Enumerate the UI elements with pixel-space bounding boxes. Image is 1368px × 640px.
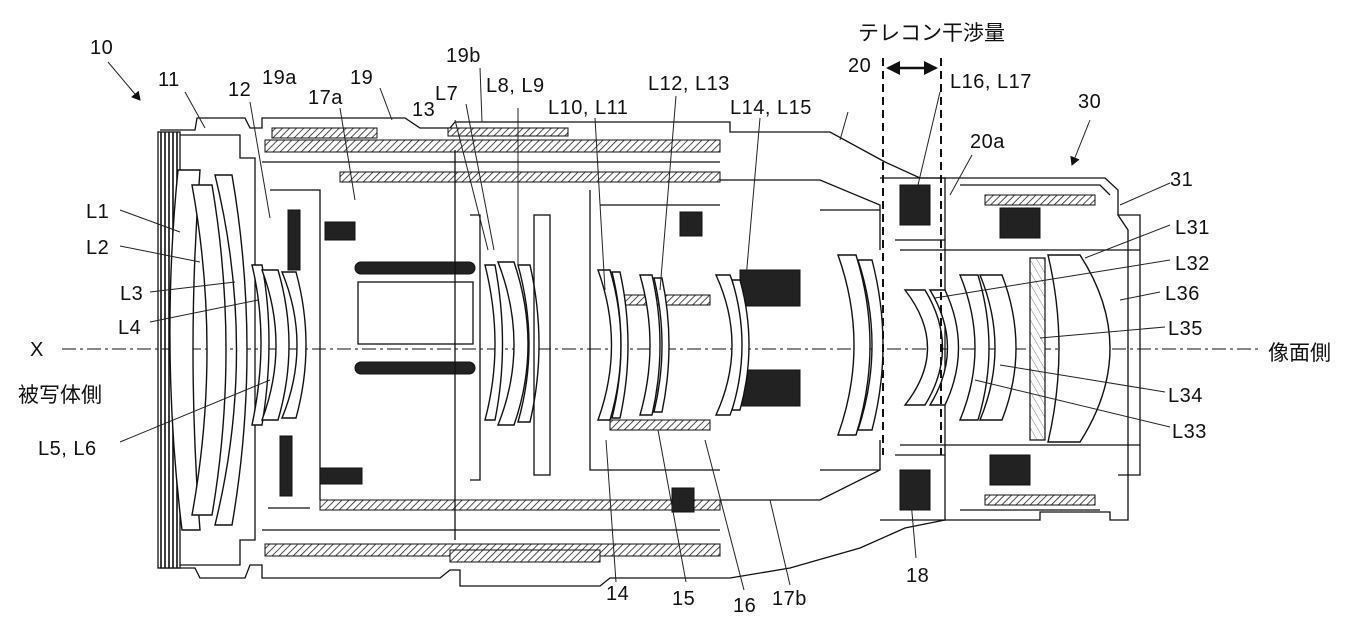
label-L34: L34 xyxy=(1168,385,1203,407)
label-L33: L33 xyxy=(1172,421,1207,443)
label-L1: L1 xyxy=(86,201,109,223)
label-L31: L31 xyxy=(1175,217,1210,239)
label-L7: L7 xyxy=(435,83,458,105)
label-20: 20 xyxy=(848,55,871,77)
lens-L33 xyxy=(960,275,989,420)
label-19a: 19a xyxy=(262,67,297,89)
lens-L31 xyxy=(905,290,943,405)
label-L14-L15: L14, L15 xyxy=(730,97,812,119)
label-17b: 17b xyxy=(772,588,807,610)
label-L8-L9: L8, L9 xyxy=(486,75,545,97)
label-L32: L32 xyxy=(1175,253,1210,275)
label-L35: L35 xyxy=(1168,318,1203,340)
label-31: 31 xyxy=(1170,169,1193,191)
label-10: 10 xyxy=(90,37,113,59)
label-L10-L11: L10, L11 xyxy=(548,97,628,119)
label-L3: L3 xyxy=(120,283,143,305)
lens-L7 xyxy=(485,265,503,420)
label-20a: 20a xyxy=(970,131,1005,153)
label-16: 16 xyxy=(733,595,756,617)
lens-elements xyxy=(170,170,1110,530)
label-19: 19 xyxy=(350,67,373,89)
label-L2: L2 xyxy=(86,237,109,259)
label-30: 30 xyxy=(1078,91,1101,113)
label-object-side: 被写体側 xyxy=(18,383,102,407)
label-14: 14 xyxy=(606,583,629,605)
label-telecon-interference: テレコン干渉量 xyxy=(858,21,1005,45)
label-12: 12 xyxy=(228,79,251,101)
label-L16-L17: L16, L17 xyxy=(950,71,1032,93)
label-18: 18 xyxy=(906,565,929,587)
label-19b: 19b xyxy=(446,45,481,67)
lens-L2 xyxy=(192,185,226,515)
label-X: X xyxy=(30,339,44,361)
label-L12-L13: L12, L13 xyxy=(648,73,730,95)
label-17a: 17a xyxy=(308,87,343,109)
lens-L35 xyxy=(1030,258,1045,440)
label-15: 15 xyxy=(672,588,695,610)
label-image-side: 像面側 xyxy=(1268,341,1331,365)
label-11: 11 xyxy=(158,69,180,91)
label-13: 13 xyxy=(412,99,435,121)
label-L5-L6: L5, L6 xyxy=(38,438,97,460)
label-L4: L4 xyxy=(118,317,141,339)
label-L36: L36 xyxy=(1165,283,1200,305)
